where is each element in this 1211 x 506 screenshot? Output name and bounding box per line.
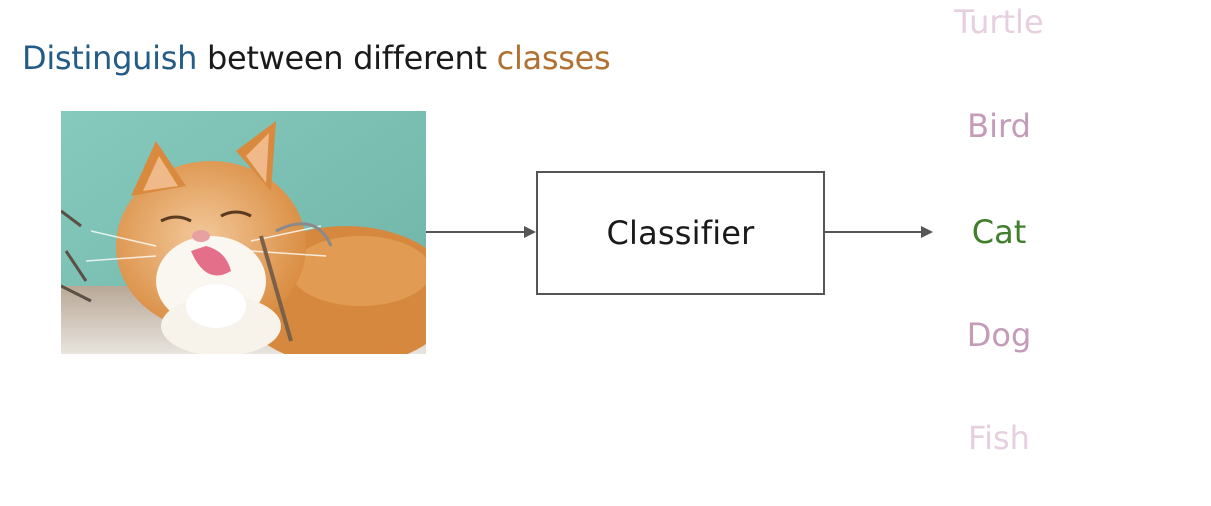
cat-photo bbox=[61, 111, 426, 354]
cat-photo-illustration bbox=[61, 111, 426, 354]
class-label-dog: Dog bbox=[966, 316, 1032, 354]
classifier-box: Classifier bbox=[536, 171, 825, 295]
slide-title: Distinguish between different classes bbox=[22, 36, 611, 80]
title-word-classes: classes bbox=[496, 39, 611, 77]
class-label-bird: Bird bbox=[967, 107, 1031, 145]
title-word-between: between different bbox=[206, 39, 487, 77]
arrow-classifier-to-output bbox=[823, 226, 933, 238]
class-label-cat: Cat bbox=[971, 213, 1027, 251]
arrow-image-to-classifier bbox=[426, 226, 536, 238]
classifier-label: Classifier bbox=[606, 214, 755, 252]
title-word-distinguish: Distinguish bbox=[22, 39, 198, 77]
class-label-fish: Fish bbox=[968, 419, 1030, 457]
class-label-turtle: Turtle bbox=[954, 3, 1044, 41]
